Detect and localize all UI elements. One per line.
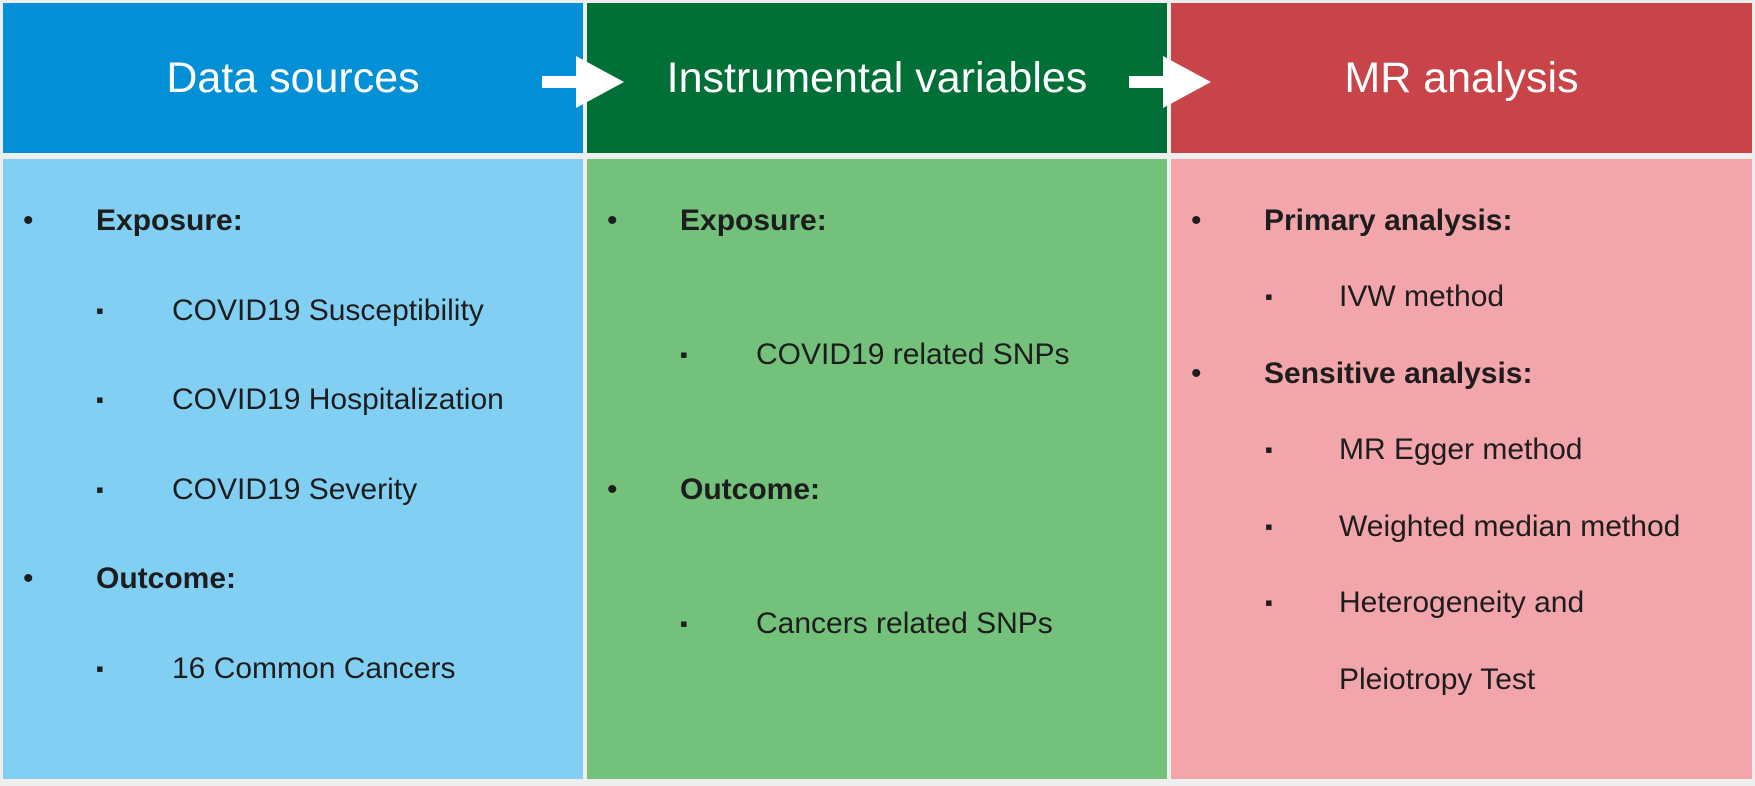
square-bullet-icon: ▪ (1265, 590, 1273, 615)
list-item: ▪ Weighted median method (1171, 507, 1752, 547)
instrumental-variables-body: • Exposure: ▪ COVID19 related SNPs • Out… (587, 159, 1167, 779)
list-item: ▪ COVID19 Severity (3, 470, 583, 510)
bullet-icon: • (607, 204, 618, 237)
section-heading: Primary analysis: (1264, 204, 1513, 237)
square-bullet-icon: ▪ (1265, 514, 1273, 539)
section-heading: Outcome: (680, 473, 821, 506)
list-item: • Outcome: (3, 559, 583, 599)
list-item: • Sensitive analysis: (1171, 354, 1752, 394)
bullet-icon: • (23, 204, 34, 237)
square-bullet-icon: ▪ (1265, 437, 1273, 462)
list-item-text: Pleiotropy Test (1339, 663, 1536, 696)
data-sources-body: • Exposure: ▪ COVID19 Susceptibility ▪ C… (3, 159, 583, 779)
square-bullet-icon: ▪ (96, 477, 104, 502)
data-sources-column: Data sources • Exposure: ▪ COVID19 Susce… (3, 3, 583, 779)
list-item: ▪ COVID19 related SNPs (587, 335, 1167, 375)
arrow-right-icon (1129, 56, 1211, 108)
list-item: Pleiotropy Test (1171, 660, 1752, 700)
list-item: • Primary analysis: (1171, 201, 1752, 241)
section-heading: Sensitive analysis: (1264, 357, 1533, 390)
bullet-icon: • (607, 473, 618, 506)
arrow-right-icon (542, 56, 624, 108)
list-item-text: 16 Common Cancers (172, 652, 456, 685)
mr-analysis-header: MR analysis (1171, 3, 1752, 153)
mr-analysis-body: • Primary analysis: ▪ IVW method • Sensi… (1171, 159, 1752, 779)
bullet-icon: • (23, 562, 34, 595)
square-bullet-icon: ▪ (680, 611, 688, 636)
list-item-text: COVID19 Hospitalization (172, 383, 504, 416)
list-item: • Outcome: (587, 470, 1167, 510)
list-item-text: IVW method (1339, 280, 1505, 313)
square-bullet-icon: ▪ (96, 656, 104, 681)
list-item-text: Heterogeneity and (1339, 586, 1585, 619)
section-heading: Exposure: (680, 204, 827, 237)
list-item-text: COVID19 related SNPs (756, 338, 1070, 371)
bullet-icon: • (1191, 357, 1202, 390)
list-item: ▪ 16 Common Cancers (3, 649, 583, 689)
bullet-icon: • (1191, 204, 1202, 237)
list-item: ▪ COVID19 Susceptibility (3, 291, 583, 331)
list-item-text: Weighted median method (1339, 510, 1681, 543)
list-item: ▪ COVID19 Hospitalization (3, 380, 583, 420)
list-item: ▪ MR Egger method (1171, 430, 1752, 470)
square-bullet-icon: ▪ (1265, 284, 1273, 309)
list-item-text: MR Egger method (1339, 433, 1583, 466)
instrumental-variables-header: Instrumental variables (587, 3, 1167, 153)
list-item: ▪ IVW method (1171, 277, 1752, 317)
list-item-text: Cancers related SNPs (756, 607, 1053, 640)
section-heading: Exposure: (96, 204, 243, 237)
square-bullet-icon: ▪ (680, 342, 688, 367)
list-item: • Exposure: (3, 201, 583, 241)
square-bullet-icon: ▪ (96, 298, 104, 323)
list-item: ▪ Heterogeneity and (1171, 583, 1752, 623)
list-item-text: COVID19 Susceptibility (172, 294, 484, 327)
list-item-text: COVID19 Severity (172, 473, 418, 506)
instrumental-variables-column: Instrumental variables • Exposure: ▪ COV… (587, 3, 1167, 779)
section-heading: Outcome: (96, 562, 237, 595)
list-item: • Exposure: (587, 201, 1167, 241)
list-item: ▪ Cancers related SNPs (587, 604, 1167, 644)
mr-analysis-column: MR analysis • Primary analysis: ▪ IVW me… (1171, 3, 1752, 779)
square-bullet-icon: ▪ (96, 387, 104, 412)
data-sources-header: Data sources (3, 3, 583, 153)
